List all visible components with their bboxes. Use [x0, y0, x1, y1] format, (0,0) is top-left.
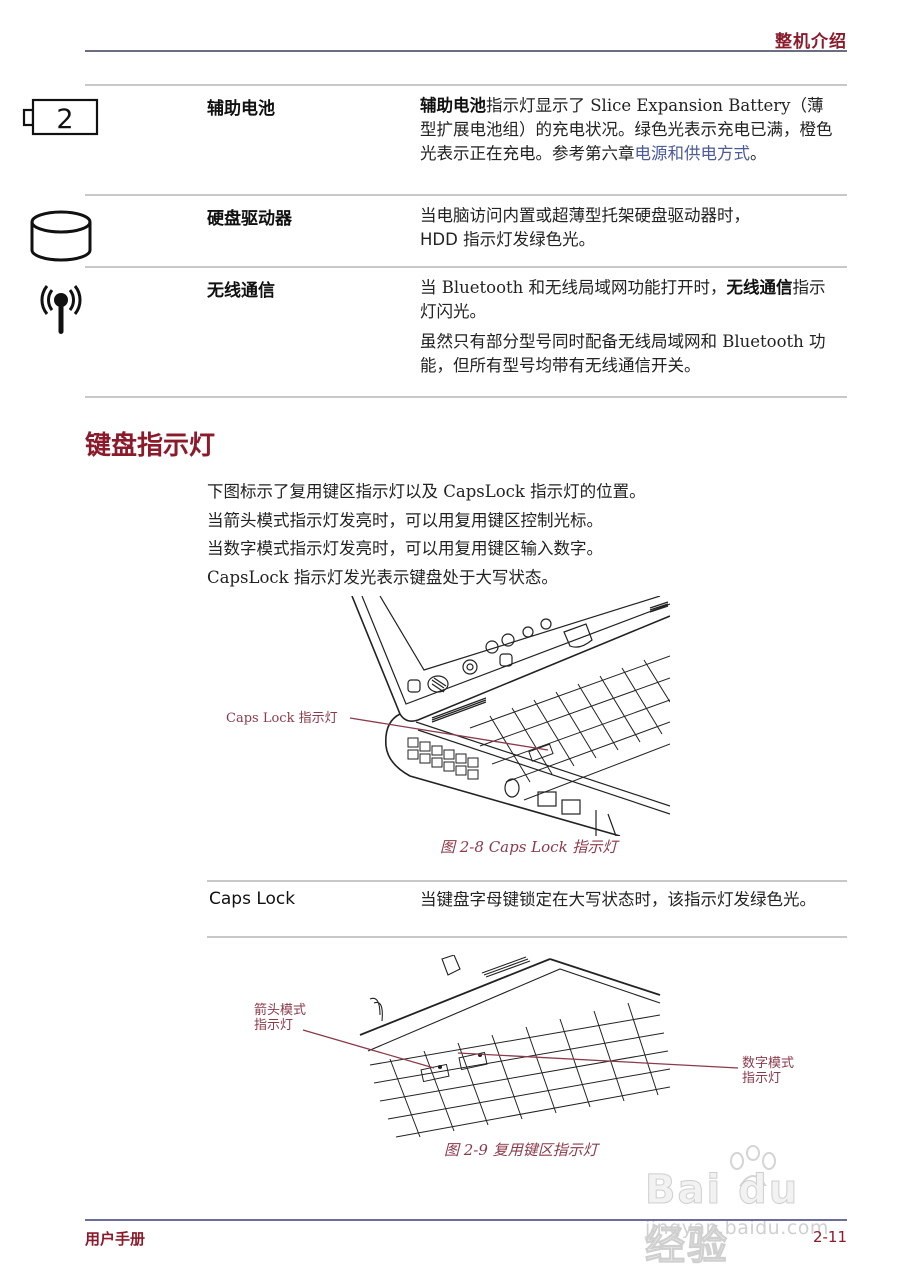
battery-2-icon: 2: [0, 98, 122, 138]
indicator-row-hdd: 硬盘驱动器 当电脑访问内置或超薄型托架硬盘驱动器时，HDD 指示灯发绿色光。: [30, 194, 847, 266]
section-heading: 键盘指示灯: [85, 431, 216, 461]
indicator-description: 辅助电池指示灯显示了 Slice Expansion Battery（薄型扩展电…: [420, 96, 833, 163]
intro-line: 下图标示了复用键区指示灯以及 CapsLock 指示灯的位置。: [207, 482, 646, 501]
running-header: 整机介绍: [85, 0, 847, 52]
running-footer: 用户手册 2-11: [85, 1219, 847, 1248]
paw-icon: [730, 1145, 776, 1186]
callout-numeric-mode: 数字模式 指示灯: [742, 1056, 795, 1086]
indicator-label: 无线通信: [207, 281, 275, 301]
capslock-table: Caps Lock 当键盘字母键锁定在大写状态时，该指示灯发绿色光。: [207, 880, 847, 938]
indicator-description: 当 Bluetooth 和无线局域网功能打开时，无线通信指示灯闪光。 虽然只有部…: [420, 278, 826, 375]
capslock-label: Caps Lock: [209, 889, 296, 909]
callout-capslock: Caps Lock 指示灯: [226, 711, 338, 726]
link-power-chapter[interactable]: 电源和供电方式: [634, 144, 751, 163]
figure-capslock-illustration: [340, 596, 670, 836]
figure-keypad-illustration: [302, 955, 739, 1140]
section-intro: 下图标示了复用键区指示灯以及 CapsLock 指示灯的位置。 当箭头模式指示灯…: [207, 478, 646, 592]
indicator-description: 当电脑访问内置或超薄型托架硬盘驱动器时，HDD 指示灯发绿色光。: [420, 206, 750, 249]
intro-line: 当数字模式指示灯发亮时，可以用复用键区输入数字。: [207, 539, 603, 558]
baidu-watermark: Bai du 经验 jingyan.baidu.com: [645, 1145, 845, 1270]
intro-line: CapsLock 指示灯发光表示键盘处于大写状态。: [207, 567, 558, 587]
intro-line: 当箭头模式指示灯发亮时，可以用复用键区控制光标。: [207, 510, 603, 530]
indicator-row-wireless: 无线通信 当 Bluetooth 和无线局域网功能打开时，无线通信指示灯闪光。 …: [40, 266, 847, 398]
figure-caption: 图 2-9 复用键区指示灯: [444, 1141, 598, 1159]
chapter-title: 整机介绍: [775, 32, 847, 52]
page-number: 2-11: [812, 1228, 847, 1246]
callout-arrow-mode: 箭头模式 指示灯: [254, 1003, 307, 1033]
hard-disk-icon: [0, 206, 122, 262]
capslock-description: 当键盘字母键锁定在大写状态时，该指示灯发绿色光。: [420, 890, 816, 909]
manual-title: 用户手册: [85, 1230, 146, 1248]
indicator-row-aux-battery: 2 辅助电池 辅助电池指示灯显示了 Slice Expansion Batter…: [22, 84, 847, 194]
indicator-label: 硬盘驱动器: [207, 209, 292, 229]
svg-text:2: 2: [56, 104, 73, 135]
indicator-label: 辅助电池: [207, 99, 275, 119]
indicator-table: 2 辅助电池 辅助电池指示灯显示了 Slice Expansion Batter…: [22, 84, 847, 398]
wireless-antenna-icon: [0, 280, 122, 336]
figure-caption: 图 2-8 Caps Lock 指示灯: [440, 838, 618, 856]
